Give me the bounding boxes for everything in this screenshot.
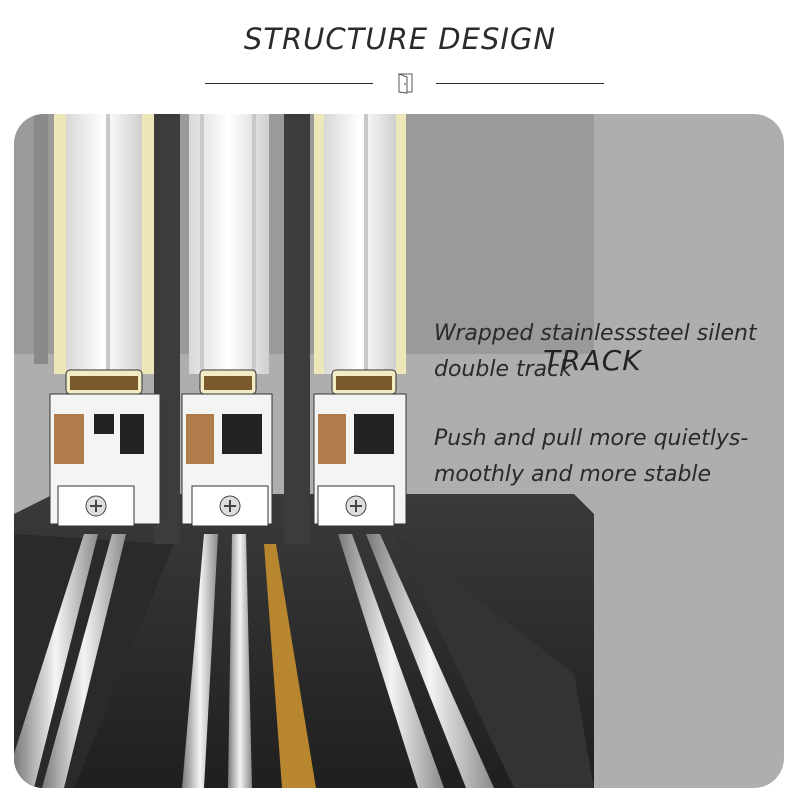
- rail: [14, 534, 98, 788]
- feature-title: TRACK: [543, 344, 642, 377]
- description-line: double track: [434, 357, 572, 382]
- feature-description-2: Push and pull more quietlys- moothly and…: [434, 421, 774, 493]
- track-profile-illustration: [14, 114, 594, 788]
- page-title: STRUCTURE DESIGN: [243, 22, 557, 56]
- title-divider-right: [436, 83, 604, 84]
- door-icon: [398, 73, 413, 94]
- content-panel: TRACK: [14, 114, 784, 788]
- rail: [42, 534, 126, 788]
- sash-profile: [49, 114, 161, 527]
- sash-profile: [181, 114, 273, 527]
- feature-description-1: Wrapped stainlesssteel silent double tra…: [434, 316, 774, 388]
- description-line: Wrapped stainlesssteel silent: [434, 321, 757, 346]
- description-line: moothly and more stable: [434, 462, 712, 487]
- sash-profile: [313, 114, 407, 527]
- description-line: Push and pull more quietlys-: [434, 426, 749, 451]
- title-divider-left: [205, 83, 373, 84]
